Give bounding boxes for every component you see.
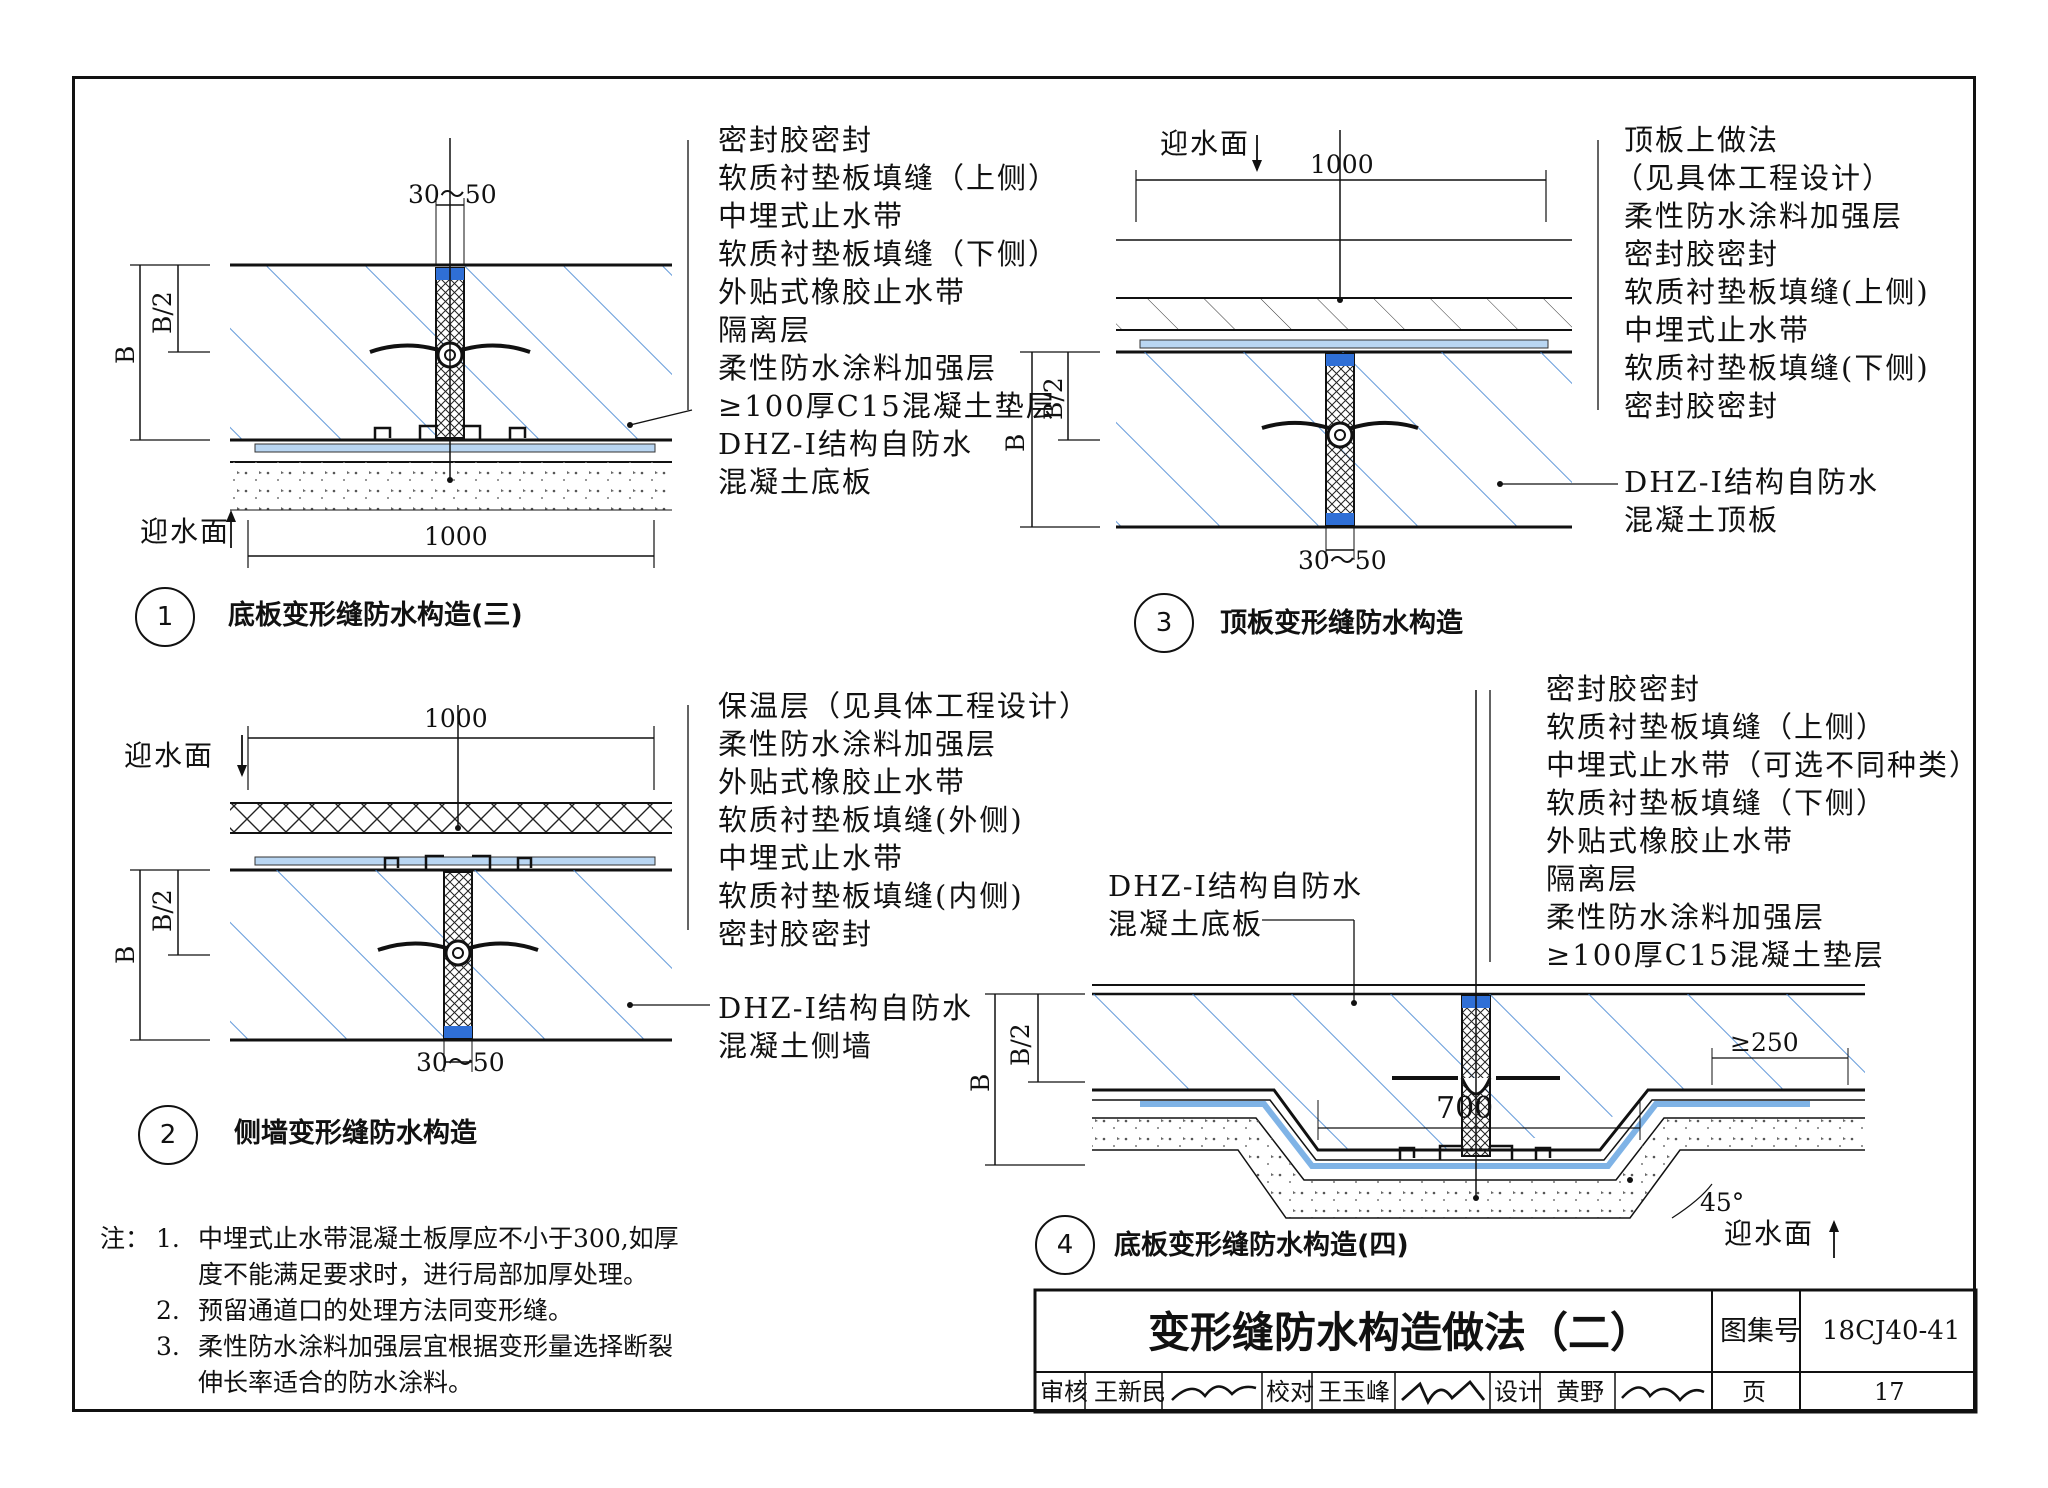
d2-slab-label-1: DHZ-Ⅰ结构自防水	[718, 991, 973, 1025]
atlas-number: 18CJ40-41	[1822, 1316, 1961, 1346]
d1-water-face: 迎水面	[140, 515, 231, 548]
d2-title: 侧墙变形缝防水构造	[234, 1118, 477, 1149]
note-2-num: 2.	[156, 1296, 180, 1325]
d2-label-1: 柔性防水涂料加强层	[718, 727, 998, 761]
d2-water-face: 迎水面	[124, 739, 215, 772]
d2-label-5: 软质衬垫板填缝(内侧)	[718, 879, 1024, 913]
drawing-title: 变形缝防水构造做法（二）	[1148, 1308, 1653, 1357]
d1-label-4: 外贴式橡胶止水带	[718, 275, 967, 309]
d4-label-0: 密封胶密封	[1546, 672, 1702, 706]
d2-dim-b: B	[111, 945, 140, 964]
d2-label-3: 软质衬垫板填缝(外侧)	[718, 803, 1024, 837]
d3-label-1: （见具体工程设计）	[1614, 161, 1894, 195]
d4-label-5: 隔离层	[1546, 862, 1640, 896]
note-3-num: 3.	[156, 1332, 180, 1361]
d4-label-4: 外贴式橡胶止水带	[1546, 824, 1795, 858]
d3-label-6: 软质衬垫板填缝(下侧)	[1624, 351, 1930, 385]
d1-label-1: 软质衬垫板填缝（上侧）	[718, 161, 1060, 195]
checker-signature	[1401, 1379, 1486, 1406]
checker-name: 王玉峰	[1318, 1378, 1390, 1406]
d3-dim-b: B	[1001, 433, 1030, 452]
d2-label-0: 保温层（见具体工程设计）	[718, 689, 1091, 723]
designer-signature	[1621, 1386, 1705, 1402]
d4-label-6: 柔性防水涂料加强层	[1546, 900, 1826, 934]
d4-label-1: 软质衬垫板填缝（上侧）	[1546, 710, 1888, 744]
d2-label-4: 中埋式止水带	[718, 841, 905, 875]
d3-dim-gap: 30～50	[1298, 546, 1387, 575]
title-block-lines	[1033, 1288, 1978, 1414]
d3-water-face: 迎水面	[1160, 127, 1251, 160]
reviewer-name: 王新民	[1094, 1378, 1166, 1406]
d1-label-2: 中埋式止水带	[718, 199, 905, 233]
d1-label-6: 柔性防水涂料加强层	[718, 351, 998, 385]
d3-slab-label-1: DHZ-Ⅰ结构自防水	[1624, 465, 1879, 499]
note-3-line-2: 伸长率适合的防水涂料。	[198, 1368, 474, 1397]
d1-dim-half: B/2	[148, 291, 177, 334]
d1-label-0: 密封胶密封	[718, 123, 874, 157]
d3-label-5: 中埋式止水带	[1624, 313, 1811, 347]
d4-dim-b: B	[966, 1073, 995, 1092]
d1-slab-label-2: 混凝土底板	[718, 465, 874, 499]
d2-dim-width: 1000	[424, 704, 488, 733]
notes-prefix: 注：	[100, 1224, 151, 1253]
detail1-drawing	[130, 138, 693, 568]
d4-dim-700: 700	[1436, 1091, 1494, 1126]
d2-dim-half: B/2	[148, 889, 177, 932]
d4-slab-label-1: DHZ-Ⅰ结构自防水	[1108, 869, 1363, 903]
check-label: 校对	[1266, 1378, 1314, 1406]
page-label: 页	[1742, 1378, 1766, 1406]
d1-label-5: 隔离层	[718, 313, 812, 347]
d2-label-2: 外贴式橡胶止水带	[718, 765, 967, 799]
d4-dim-half: B/2	[1006, 1023, 1035, 1066]
d2-dim-gap: 30～50	[416, 1048, 505, 1077]
d3-slab-label-2: 混凝土顶板	[1624, 503, 1780, 537]
design-label: 设计	[1494, 1378, 1542, 1406]
detail4-drawing	[985, 690, 1865, 1258]
note-1-line-1: 中埋式止水带混凝土板厚应不小于300,如厚	[198, 1224, 679, 1253]
d4-slab-label-2: 混凝土底板	[1108, 907, 1264, 941]
d2-number-circle: 2	[138, 1105, 198, 1165]
detail2-drawing	[130, 705, 710, 1072]
d4-label-3: 软质衬垫板填缝（下侧）	[1546, 786, 1888, 820]
d1-dim-b: B	[111, 345, 140, 364]
d3-dim-half: B/2	[1039, 377, 1068, 420]
d1-label-7: ≥100厚C15混凝土垫层	[718, 389, 1057, 423]
d3-label-3: 密封胶密封	[1624, 237, 1780, 271]
page-number: 17	[1874, 1378, 1905, 1406]
d1-title: 底板变形缝防水构造(三)	[228, 600, 523, 631]
note-3-line-1: 柔性防水涂料加强层宜根据变形量选择断裂	[198, 1332, 674, 1361]
d1-number-circle: 1	[135, 587, 195, 647]
d4-label-7: ≥100厚C15混凝土垫层	[1546, 938, 1885, 972]
d3-label-2: 柔性防水涂料加强层	[1624, 199, 1904, 233]
d3-label-4: 软质衬垫板填缝(上侧)	[1624, 275, 1930, 309]
d4-title: 底板变形缝防水构造(四)	[1114, 1230, 1409, 1261]
designer-name: 黄野	[1556, 1378, 1604, 1406]
review-label: 审核	[1040, 1378, 1088, 1406]
d4-number-circle: 4	[1035, 1215, 1095, 1275]
d4-label-2: 中埋式止水带（可选不同种类）	[1546, 748, 1981, 782]
atlas-label: 图集号	[1720, 1316, 1801, 1347]
d4-dim-angle: 45°	[1700, 1188, 1745, 1217]
d2-slab-label-2: 混凝土侧墙	[718, 1029, 874, 1063]
d1-dim-width: 1000	[424, 522, 488, 551]
note-1-line-2: 度不能满足要求时，进行局部加厚处理。	[198, 1260, 649, 1289]
detail3-drawing	[1020, 130, 1618, 560]
d1-dim-gap: 30～50	[408, 180, 497, 209]
d1-label-3: 软质衬垫板填缝（下侧）	[718, 237, 1060, 271]
drawing-frame	[72, 76, 1976, 1412]
note-2-line-1: 预留通道口的处理方法同变形缝。	[198, 1296, 574, 1325]
d4-water-face: 迎水面	[1724, 1217, 1815, 1250]
note-1-num: 1.	[156, 1224, 180, 1253]
d4-dim-250: ≥250	[1730, 1028, 1799, 1057]
d3-label-0: 顶板上做法	[1624, 123, 1780, 157]
d3-number-circle: 3	[1134, 593, 1194, 653]
d3-label-7: 密封胶密封	[1624, 389, 1780, 423]
d3-dim-width: 1000	[1310, 150, 1374, 179]
d3-title: 顶板变形缝防水构造	[1220, 608, 1463, 639]
d1-slab-label-1: DHZ-Ⅰ结构自防水	[718, 427, 973, 461]
d2-label-6: 密封胶密封	[718, 917, 874, 951]
reviewer-signature	[1171, 1385, 1257, 1401]
